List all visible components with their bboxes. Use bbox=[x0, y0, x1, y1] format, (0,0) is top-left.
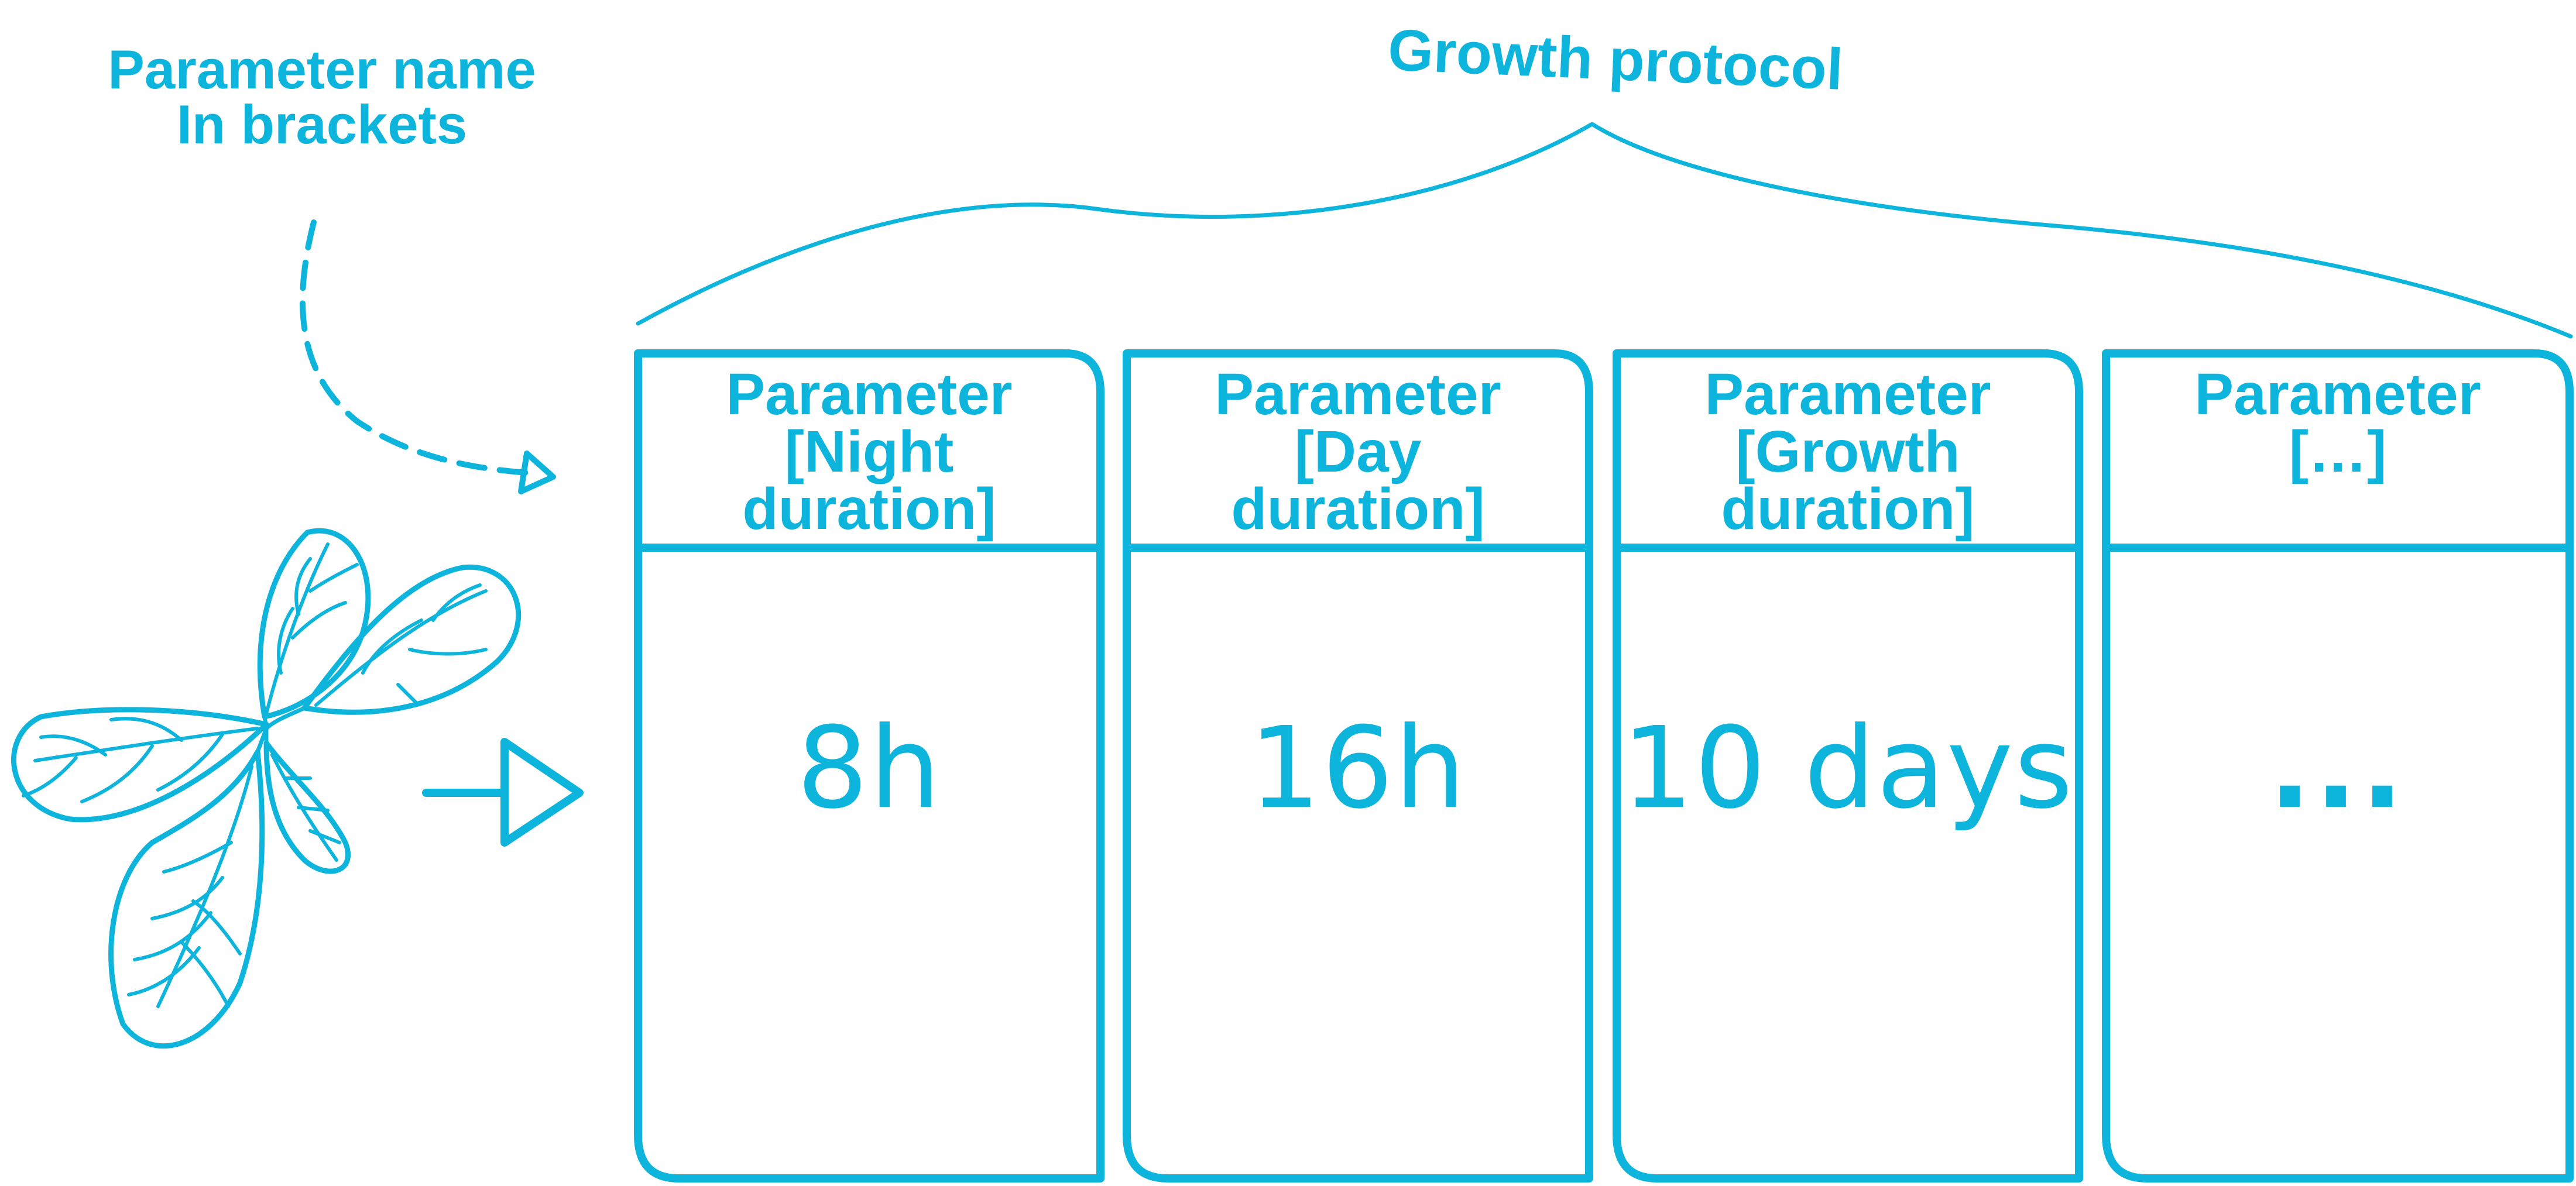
dashed-pointer-arrow bbox=[299, 219, 530, 476]
card-header-line: Parameter bbox=[1215, 362, 1501, 427]
pointer-arrowhead-icon bbox=[518, 451, 556, 494]
parameter-card-more bbox=[2102, 349, 2574, 1182]
annotation-line-1: Parameter name bbox=[108, 39, 536, 100]
card-header-line: [Growth bbox=[1735, 419, 1960, 484]
card-value: ... bbox=[2268, 703, 2407, 834]
protocol-brace bbox=[636, 122, 2573, 339]
card-value: 16h bbox=[1249, 703, 1467, 834]
parameter-card-growth bbox=[1613, 349, 2083, 1182]
parameter-card-night bbox=[634, 349, 1105, 1182]
card-header-line: Parameter bbox=[2194, 362, 2481, 427]
parameter-card-day bbox=[1123, 349, 1593, 1182]
card-header-line: […] bbox=[2289, 419, 2387, 484]
card-header-line: [Night bbox=[784, 419, 954, 484]
card-header: Parameter […] bbox=[2106, 362, 2570, 541]
card-header: Parameter [Day duration] bbox=[1127, 362, 1589, 542]
card-header-line: duration] bbox=[742, 476, 996, 542]
card-header: Parameter [Growth duration] bbox=[1617, 362, 2079, 542]
card-header-line: [Day bbox=[1294, 419, 1422, 484]
plant-seedling-icon bbox=[11, 528, 522, 1049]
card-value: 10 days bbox=[1621, 703, 2074, 834]
card-header-line: duration] bbox=[1721, 476, 1975, 542]
card-header: Parameter [Night duration] bbox=[638, 362, 1100, 542]
card-header-line: Parameter bbox=[726, 362, 1013, 427]
card-header-line: duration] bbox=[1231, 476, 1485, 542]
card-header-line: Parameter bbox=[1704, 362, 1991, 427]
arrow-right-icon bbox=[422, 738, 584, 847]
card-value: 8h bbox=[797, 703, 942, 834]
annotation-note: Parameter name In brackets bbox=[47, 42, 597, 152]
annotation-line-2: In brackets bbox=[176, 94, 468, 155]
